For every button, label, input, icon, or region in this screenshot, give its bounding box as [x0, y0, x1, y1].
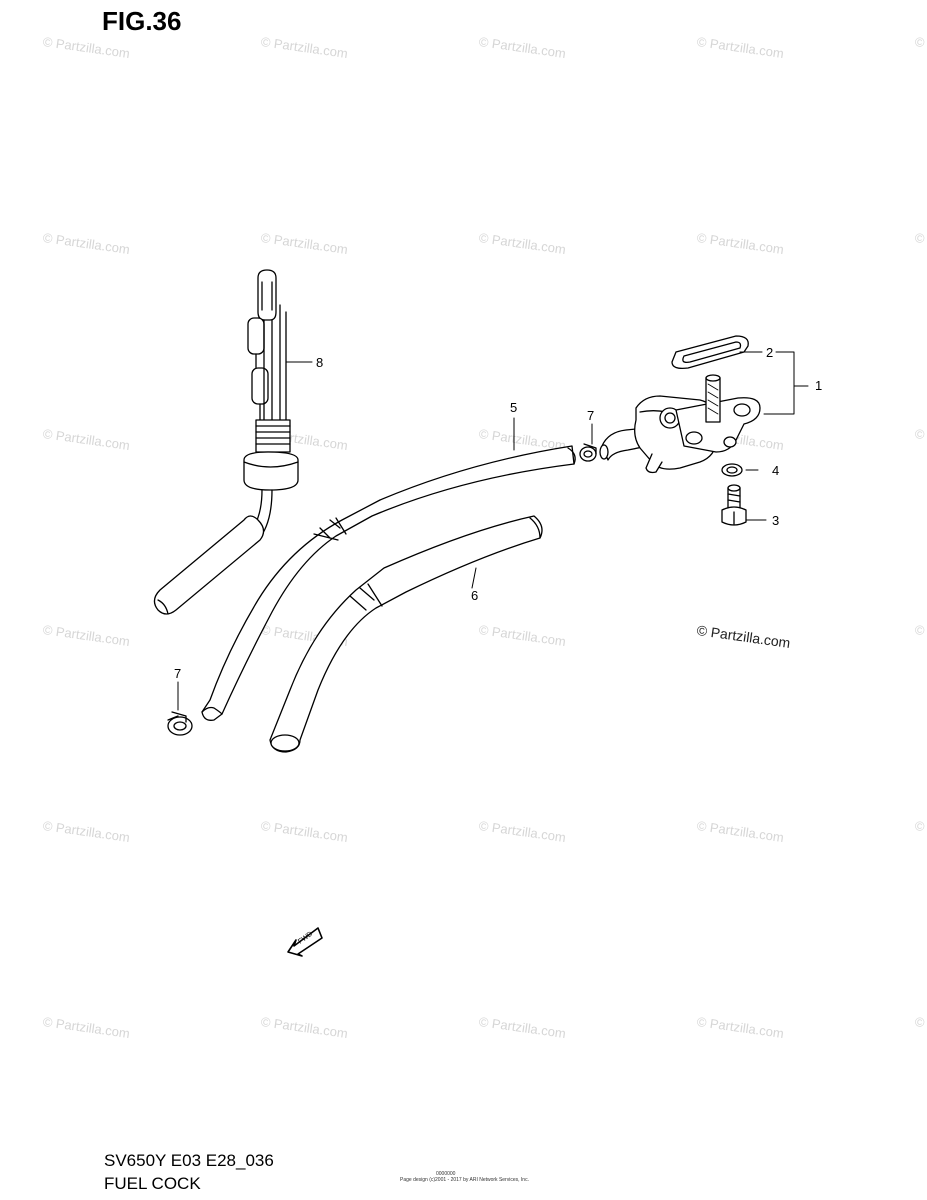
forward-arrow-icon: FWD	[287, 927, 323, 957]
washer	[721, 463, 743, 477]
callout-3: 3	[772, 513, 779, 528]
hose-clamp-lower	[167, 711, 193, 736]
vacuum-hose	[269, 515, 543, 753]
section-name: FUEL COCK	[104, 1174, 201, 1193]
callout-4: 4	[772, 463, 779, 478]
callout-8: 8	[316, 355, 323, 370]
bolt	[721, 484, 747, 526]
callout-5: 5	[510, 400, 517, 415]
fuel-level-sensor	[153, 269, 299, 615]
callout-7-upper: 7	[587, 408, 594, 423]
page-code: 0000000	[436, 1171, 456, 1177]
callout-1: 1	[815, 378, 822, 393]
fuel-cock-assembly	[599, 374, 761, 474]
leader-lines	[177, 351, 809, 711]
hose-clamp-upper	[579, 443, 597, 462]
figure-title: FIG.36	[102, 6, 182, 36]
callout-7-lower: 7	[174, 666, 181, 681]
gasket	[671, 335, 749, 370]
fuel-hose	[201, 445, 576, 721]
page-credit: Page design (c)2001 - 2017 by ARI Networ…	[400, 1177, 529, 1183]
callout-6: 6	[471, 588, 478, 603]
callout-2: 2	[766, 345, 773, 360]
model-code: SV650Y E03 E28_036	[104, 1151, 274, 1170]
